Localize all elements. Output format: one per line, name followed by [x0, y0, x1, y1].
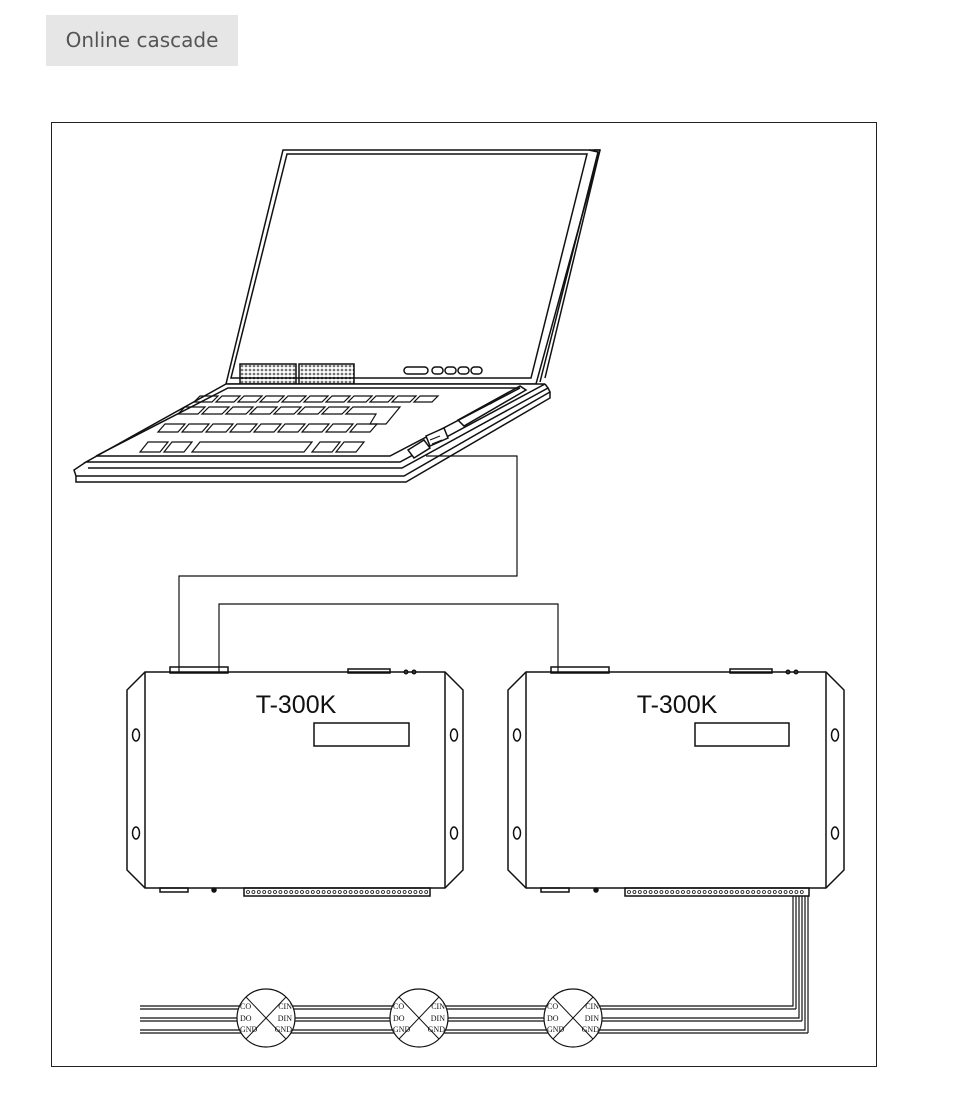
led-node-pin-label: DO	[393, 1014, 405, 1023]
controller-2	[507, 666, 845, 897]
led-node-pin-label: CO	[547, 1002, 558, 1011]
led-node-pin-label: CO	[240, 1002, 251, 1011]
led-node-pin-label: DIN	[431, 1014, 445, 1023]
led-node: CO DO GND CIN DIN GND	[543, 988, 603, 1048]
led-node: CO DO GND CIN DIN GND	[236, 988, 296, 1048]
led-node-pin-label: CIN	[278, 1002, 292, 1011]
led-node-pin-label: DO	[240, 1014, 252, 1023]
led-node-pin-label: DIN	[585, 1014, 599, 1023]
led-node-pin-label: CO	[393, 1002, 404, 1011]
led-node-pin-label: GND	[582, 1025, 600, 1034]
led-node-pin-label: GND	[393, 1025, 411, 1034]
led-node-pin-label: CIN	[431, 1002, 445, 1011]
led-bus-wires	[140, 896, 809, 1034]
network-cables	[178, 455, 559, 672]
laptop	[73, 149, 601, 483]
led-node-pin-label: GND	[547, 1025, 565, 1034]
controller-2-model-label: T-300K	[637, 691, 718, 719]
led-node-pin-label: GND	[275, 1025, 293, 1034]
controller-1	[126, 666, 464, 897]
led-node: CO DO GND CIN DIN GND	[389, 988, 449, 1048]
led-node-pin-label: DIN	[278, 1014, 292, 1023]
diagram-frame	[51, 122, 877, 1067]
led-node-pin-label: CIN	[585, 1002, 599, 1011]
led-node-pin-label: DO	[547, 1014, 559, 1023]
led-node-pin-label: GND	[240, 1025, 258, 1034]
controller-1-model-label: T-300K	[256, 691, 337, 719]
tab-online-cascade[interactable]: Online cascade	[46, 15, 238, 66]
led-nodes: CODOGNDCINDINGNDCODOGNDCINDINGNDCODOGNDC…	[236, 988, 603, 1048]
led-node-pin-label: GND	[428, 1025, 446, 1034]
